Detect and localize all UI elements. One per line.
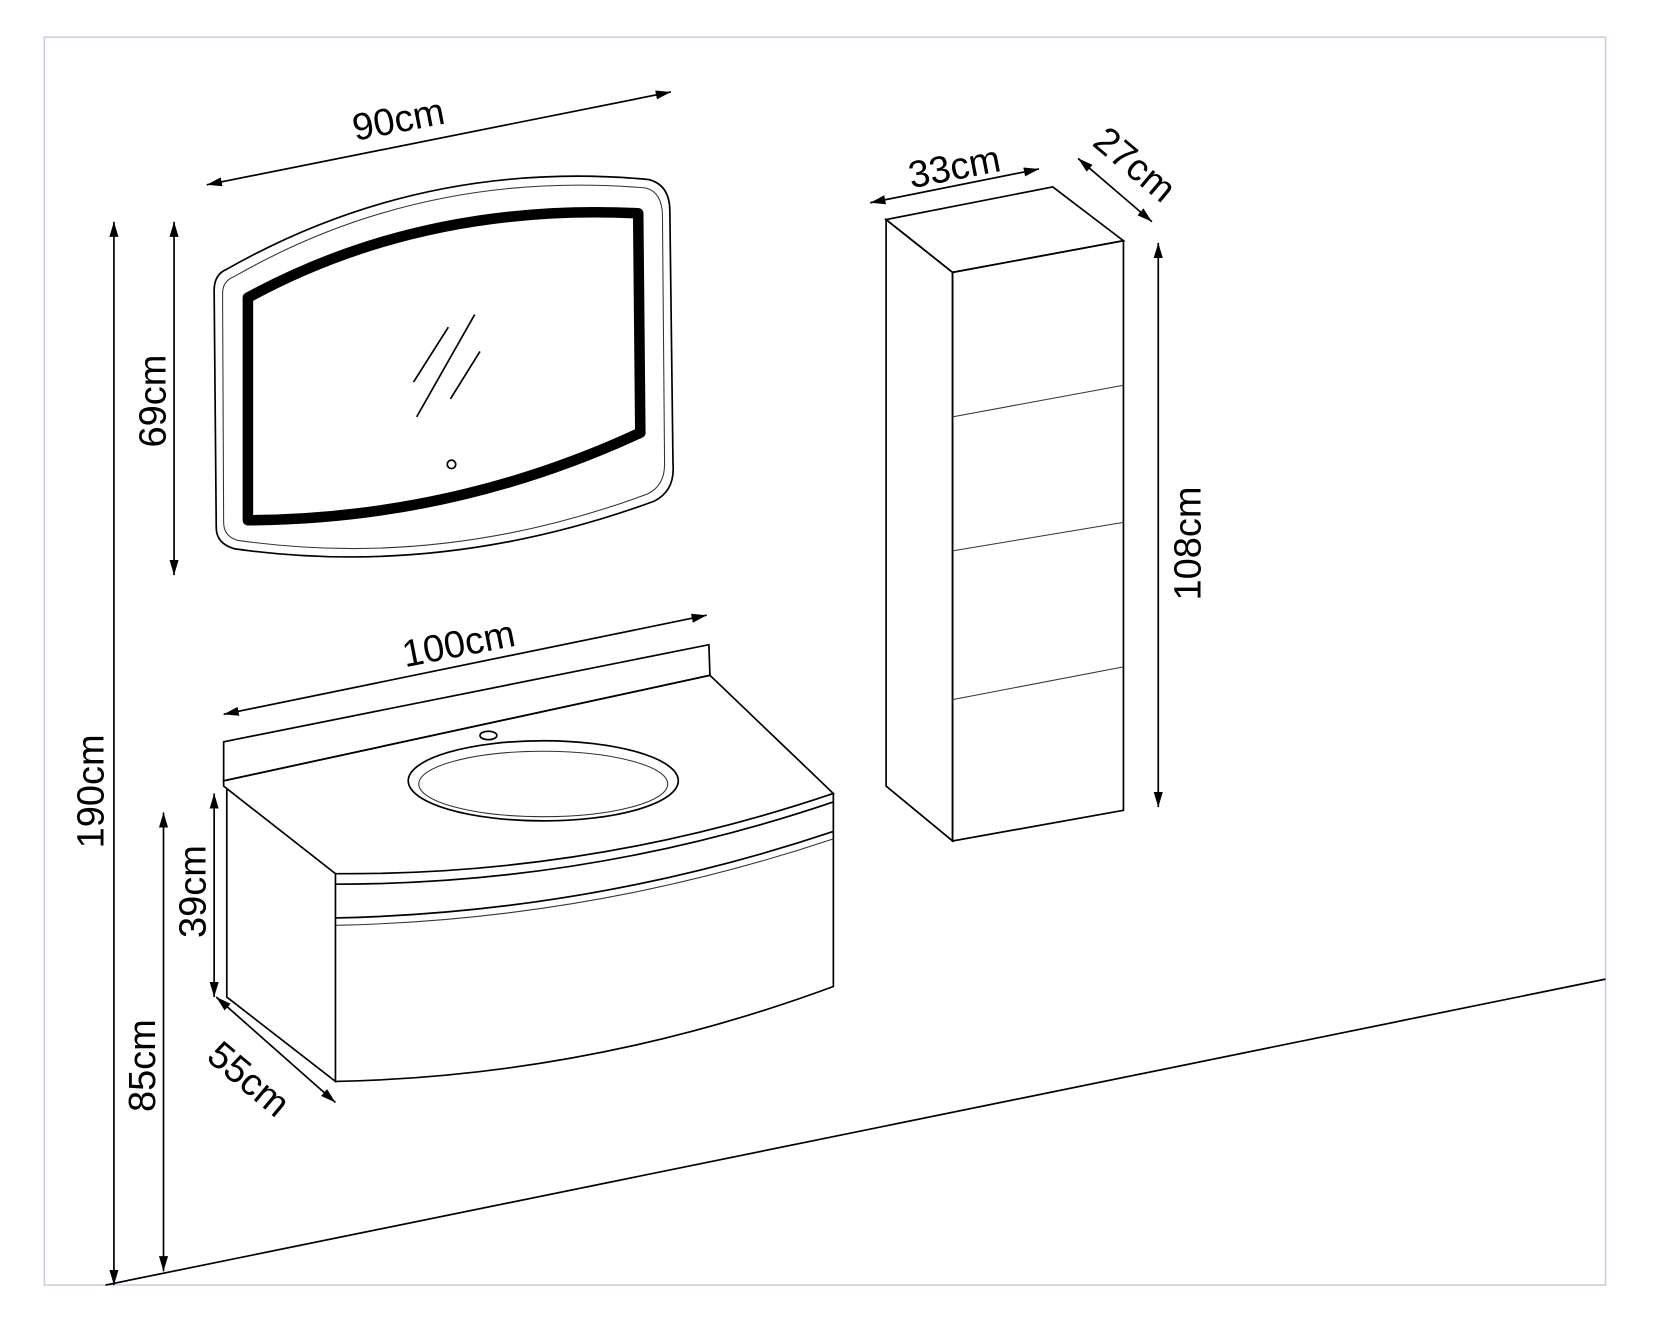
drawing-frame bbox=[43, 36, 1607, 1286]
touch-switch-icon bbox=[446, 459, 457, 470]
vanity-height-label: 39cm bbox=[173, 845, 215, 938]
cabinet-width-label: 33cm bbox=[905, 138, 1004, 197]
tap-hole bbox=[479, 730, 498, 741]
shelf-line bbox=[952, 384, 1124, 418]
reflection-line bbox=[449, 351, 481, 400]
reflection-line bbox=[412, 326, 450, 383]
shelf-line bbox=[952, 521, 1124, 552]
basin bbox=[407, 739, 680, 822]
tall-cabinet bbox=[884, 186, 1126, 843]
mirror-height-label: 69cm bbox=[133, 355, 175, 448]
shelf-line bbox=[952, 666, 1124, 701]
cabinet-depth-label: 27cm bbox=[1085, 119, 1183, 211]
vanity-unit bbox=[222, 643, 835, 1084]
mount-height-label: 85cm bbox=[122, 1019, 164, 1112]
floor-line bbox=[105, 978, 1606, 1286]
total-height-label: 190cm bbox=[70, 734, 112, 848]
led-light-band bbox=[242, 206, 646, 526]
reflection-line bbox=[415, 314, 476, 418]
led-mirror bbox=[213, 175, 675, 558]
mirror-width-label: 90cm bbox=[349, 91, 448, 150]
cabinet-height-label: 108cm bbox=[1167, 486, 1209, 600]
vanity-depth-label: 55cm bbox=[199, 1034, 297, 1126]
